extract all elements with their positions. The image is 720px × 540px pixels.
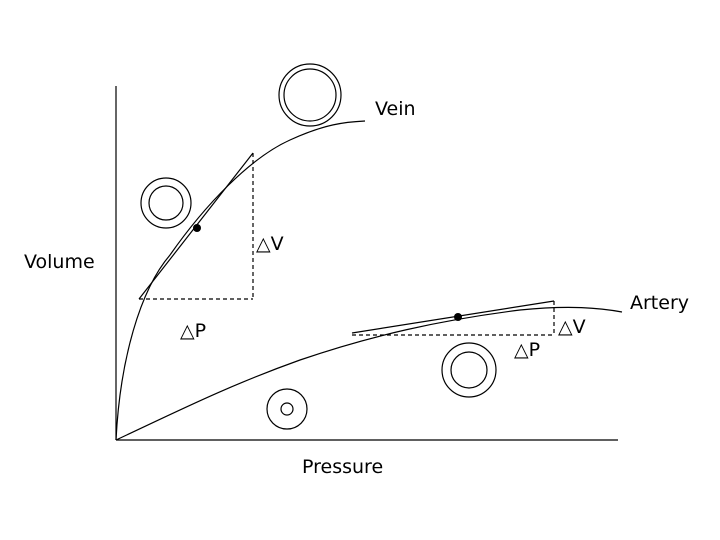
- artery-tangent-point: [454, 313, 462, 321]
- artery-small-icon: [266, 388, 308, 430]
- x-axis-label: Pressure: [302, 456, 383, 478]
- vein-curve: [115, 120, 366, 441]
- vein-tangent-point: [193, 224, 201, 232]
- artery-delta-p-label: △P: [514, 339, 540, 361]
- vein-medium-icon: [140, 177, 192, 229]
- y-axis-label: Volume: [24, 251, 95, 273]
- artery-large-icon: [441, 342, 497, 398]
- artery-curve: [115, 306, 623, 441]
- artery-tangent-line: [351, 300, 555, 334]
- vein-delta-p-label: △P: [180, 320, 206, 342]
- artery-delta-v-label: △V: [558, 316, 586, 338]
- vein-label: Vein: [375, 98, 416, 120]
- vein-delta-v-label: △V: [256, 233, 284, 255]
- artery-label: Artery: [630, 292, 689, 314]
- vein-distended-icon: [278, 63, 342, 127]
